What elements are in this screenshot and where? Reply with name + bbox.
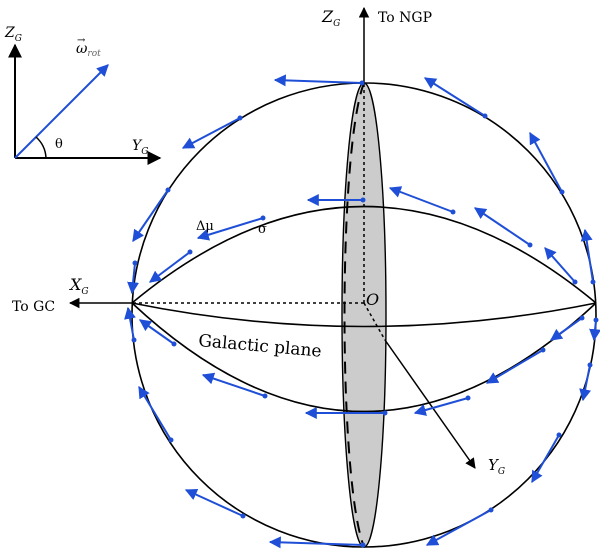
proper-motion-vectors (124, 74, 600, 549)
inset-frame: θ ZG YG ωrot → (4, 25, 162, 165)
inset-z-label: ZG (4, 25, 22, 44)
inset-theta-arc (35, 136, 47, 159)
to-gc-label: To GC (12, 299, 55, 315)
yg-label: YG (488, 456, 505, 477)
vector-upper-lens (149, 186, 578, 285)
to-ngp-label: To NGP (378, 10, 432, 26)
zg-label: ZG (321, 7, 340, 29)
main-axes: ZG To NGP XG To GC YG O Galactic plane (12, 6, 505, 477)
inset-y-label: YG (132, 138, 148, 157)
galactic-plane-arc (131, 302, 597, 328)
vector-lower-lens (139, 315, 585, 419)
vector-outer-bottom (124, 306, 600, 549)
xg-label: XG (68, 275, 89, 297)
delta-mu-label: Δμ (196, 219, 214, 234)
origin-label: O (366, 290, 379, 309)
inset-theta-label: θ (55, 137, 63, 152)
galactic-plane-label: Galactic plane (198, 331, 323, 362)
yg-axis (384, 339, 476, 469)
omega-label: ωrot (76, 41, 101, 59)
vector-outer-top (127, 74, 596, 295)
meridian-hidden-edge (343, 82, 365, 548)
omega-vector-accent: → (77, 35, 86, 46)
sigma-label: σ (258, 222, 267, 237)
lens-lower-arc (131, 302, 597, 413)
yg-hidden (363, 302, 386, 341)
inset-omega-vector (14, 64, 109, 159)
